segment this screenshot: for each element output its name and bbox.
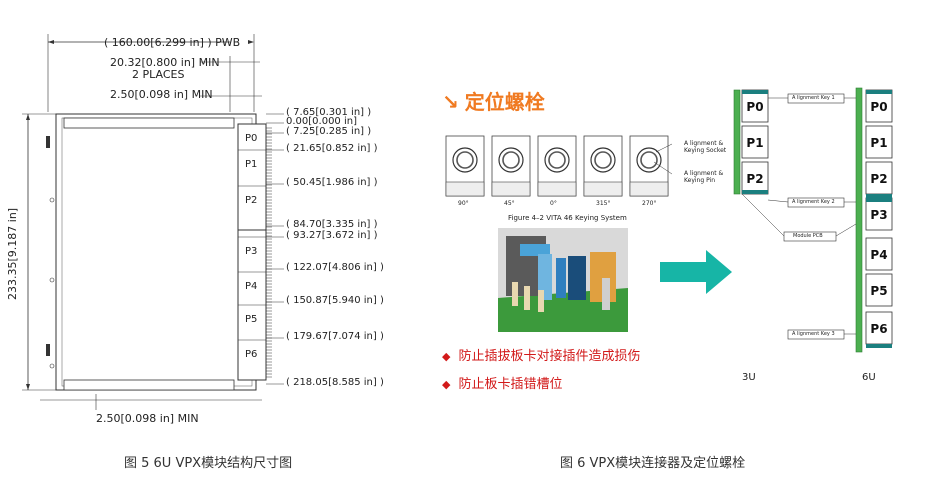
heading-text: 定位螺栓 bbox=[464, 90, 545, 114]
keying-angle-label: 270° bbox=[642, 200, 657, 207]
right-dimension-label: 0.00[0.000 in] bbox=[286, 116, 357, 127]
pcb-3u-edge bbox=[733, 89, 741, 195]
right-dimension-label: ( 179.67[7.074 in] ) bbox=[286, 331, 384, 342]
connector-label-p1: P1 bbox=[245, 159, 258, 170]
connector-label-p5: P5 bbox=[245, 314, 258, 325]
dim-250-bottom: 2.50[0.098 in] MIN bbox=[96, 412, 199, 425]
svg-text:P5: P5 bbox=[870, 284, 887, 298]
connector-label-p6: P6 bbox=[245, 349, 258, 360]
keying-angle-label: 315° bbox=[596, 200, 611, 207]
bullet-item-1: ◆防止插拔板卡对接插件造成损伤 bbox=[442, 349, 641, 364]
svg-text:P0: P0 bbox=[746, 100, 763, 114]
svg-text:P2: P2 bbox=[746, 172, 763, 186]
bullet-item-2: ◆防止板卡插错槽位 bbox=[442, 377, 563, 392]
diamond-icon: ◆ bbox=[442, 350, 451, 363]
connector-label-p3: P3 bbox=[245, 246, 258, 257]
big-arrow-icon bbox=[660, 250, 732, 294]
dim-250-top: 2.50[0.098 in] MIN bbox=[110, 88, 213, 101]
connector-3d-image bbox=[498, 228, 628, 332]
slot-p0: P0 bbox=[741, 89, 769, 123]
svg-text:P3: P3 bbox=[870, 208, 887, 222]
keying-socket-4 bbox=[629, 135, 669, 197]
right-dimension-label: ( 21.65[0.852 in] ) bbox=[286, 143, 378, 154]
right-dimension-label: ( 7.25[0.285 in] ) bbox=[286, 126, 372, 137]
slot-p6: P6 bbox=[865, 311, 893, 345]
fig5-drawing bbox=[22, 34, 284, 410]
module-pcb-box bbox=[783, 231, 837, 242]
pcb-6u-edge bbox=[855, 87, 863, 353]
svg-text:P0: P0 bbox=[870, 100, 887, 114]
connector-block-upper bbox=[237, 123, 267, 231]
connector-label-p0: P0 bbox=[245, 133, 258, 144]
keying-socket-3 bbox=[583, 135, 623, 197]
alignment-key-2: A lignment Key 2 bbox=[792, 199, 835, 205]
height-dimension: 233.35[9.187 in] bbox=[6, 207, 19, 300]
svg-text:P1: P1 bbox=[870, 136, 887, 150]
right-dimension-label: ( 93.27[3.672 in] ) bbox=[286, 230, 378, 241]
key3-box bbox=[787, 329, 845, 340]
key1-box bbox=[787, 93, 845, 104]
keying-socket-1 bbox=[491, 135, 531, 197]
board-outline bbox=[55, 113, 257, 391]
keying-socket-2 bbox=[537, 135, 577, 197]
label-6u: 6U bbox=[862, 372, 876, 383]
positioning-bolt-heading: ↘定位螺栓 bbox=[442, 86, 545, 115]
slot-p4: P4 bbox=[865, 237, 893, 271]
fig6-caption: 图 6 VPX模块连接器及定位螺栓 bbox=[560, 456, 746, 471]
alignment-key-1: A lignment Key 1 bbox=[792, 95, 835, 101]
right-dimension-label: ( 150.87[5.940 in] ) bbox=[286, 295, 384, 306]
keying-socket-label: A lignment & Keying Socket bbox=[684, 140, 727, 154]
slot-p0: P0 bbox=[865, 89, 893, 123]
svg-text:P4: P4 bbox=[870, 248, 887, 262]
dimension-ticks bbox=[266, 113, 284, 385]
slot-p3: P3 bbox=[865, 197, 893, 231]
arrow-down-right-icon: ↘ bbox=[442, 90, 459, 114]
key2-box bbox=[787, 197, 845, 208]
right-dimension-label: ( 7.65[0.301 in] ) bbox=[286, 107, 372, 118]
slot-p2: P2 bbox=[741, 161, 769, 195]
svg-text:P2: P2 bbox=[870, 172, 887, 186]
places-label: 2 PLACES bbox=[132, 68, 185, 81]
keying-caption: Figure 4–2 VITA 46 Keying System bbox=[508, 214, 627, 222]
right-dimension-label: ( 218.05[8.585 in] ) bbox=[286, 377, 384, 388]
slot-p1: P1 bbox=[741, 125, 769, 159]
top-rail bbox=[63, 117, 235, 129]
bottom-rail bbox=[63, 379, 235, 391]
connector-comb bbox=[238, 127, 272, 378]
min-dimension-top: 20.32[0.800 in] MIN bbox=[110, 56, 220, 69]
keying-pin-label: A lignment & Keying Pin bbox=[684, 170, 724, 184]
slot-p1: P1 bbox=[865, 125, 893, 159]
right-dimension-label: ( 84.70[3.335 in] ) bbox=[286, 219, 378, 230]
module-pcb-label: Module PCB bbox=[793, 233, 823, 239]
svg-text:P6: P6 bbox=[870, 322, 887, 336]
slot-p5: P5 bbox=[865, 273, 893, 307]
slot-p2: P2 bbox=[865, 161, 893, 195]
label-3u: 3U bbox=[742, 372, 756, 383]
keying-angle-label: 90° bbox=[458, 200, 469, 207]
alignment-key-3: A lignment Key 3 bbox=[792, 331, 835, 337]
keying-angle-label: 45° bbox=[504, 200, 515, 207]
right-dimension-label: ( 122.07[4.806 in] ) bbox=[286, 262, 384, 273]
keying-angle-label: 0° bbox=[550, 200, 557, 207]
pwb-dimension: ( 160.00[6.299 in] ) PWB bbox=[104, 36, 241, 49]
right-dimension-label: ( 50.45[1.986 in] ) bbox=[286, 177, 378, 188]
keying-socket-0 bbox=[445, 135, 485, 197]
keying-system-drawing bbox=[445, 135, 673, 197]
connector-label-p2: P2 bbox=[245, 195, 258, 206]
svg-text:P1: P1 bbox=[746, 136, 763, 150]
diamond-icon: ◆ bbox=[442, 378, 451, 391]
fig5-caption: 图 5 6U VPX模块结构尺寸图 bbox=[124, 456, 293, 471]
connector-label-p4: P4 bbox=[245, 281, 258, 292]
